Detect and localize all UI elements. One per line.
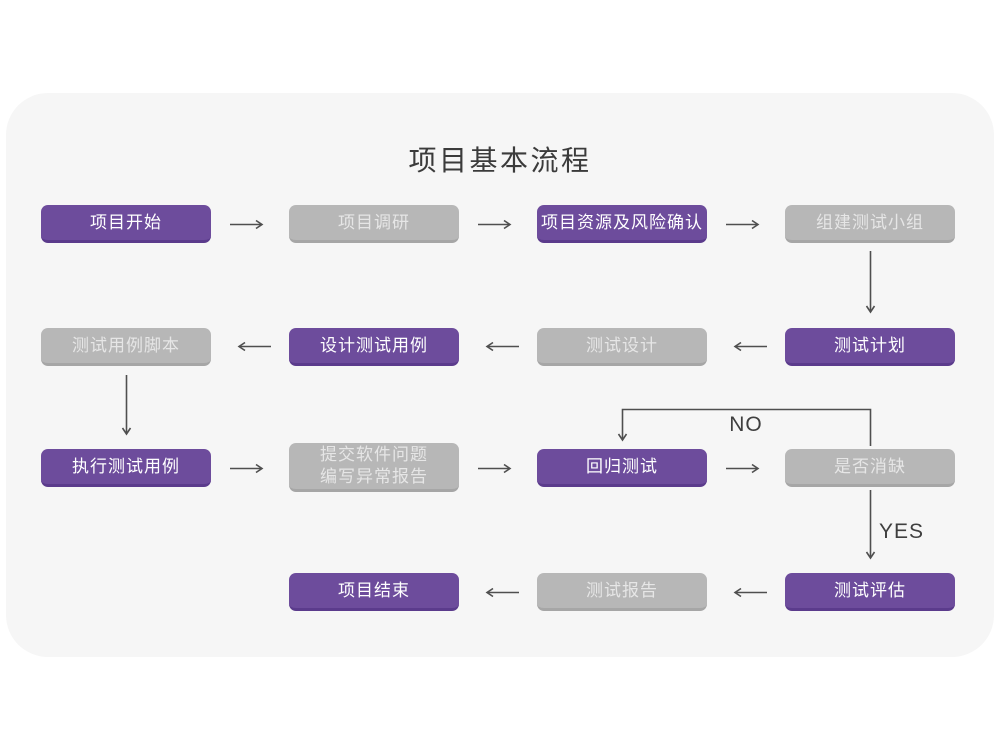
- node-design-test-case: 设计测试用例: [289, 328, 459, 366]
- edge-label-no: NO: [729, 413, 763, 436]
- node-label: 设计测试用例: [320, 335, 428, 355]
- node-label: 项目调研: [338, 212, 410, 232]
- node-submit-issue-report: 提交软件问题 编写异常报告: [289, 443, 459, 492]
- node-label: 执行测试用例: [72, 456, 180, 476]
- node-resource-risk-confirm: 项目资源及风险确认: [537, 205, 707, 243]
- node-label: 测试报告: [586, 580, 658, 600]
- node-label: 回归测试: [586, 456, 658, 476]
- edge-no-loop: [617, 408, 872, 446]
- node-label: 组建测试小组: [816, 212, 924, 232]
- node-project-start: 项目开始: [41, 205, 211, 243]
- node-regression-test: 回归测试: [537, 449, 707, 487]
- node-label: 项目结束: [338, 580, 410, 600]
- flowchart-card: [6, 93, 994, 657]
- node-project-research: 项目调研: [289, 205, 459, 243]
- node-test-report: 测试报告: [537, 573, 707, 611]
- edge-label-yes: YES: [879, 520, 925, 543]
- node-label: 测试评估: [834, 580, 906, 600]
- page-title: 项目基本流程: [408, 145, 592, 176]
- node-build-test-team: 组建测试小组: [785, 205, 955, 243]
- node-test-evaluation: 测试评估: [785, 573, 955, 611]
- node-label: 提交软件问题: [320, 445, 428, 464]
- node-test-design: 测试设计: [537, 328, 707, 366]
- node-label: 项目资源及风险确认: [541, 212, 703, 232]
- node-label: 测试用例脚本: [72, 335, 180, 355]
- node-label: 测试设计: [586, 335, 658, 355]
- node-test-plan: 测试计划: [785, 328, 955, 366]
- node-label: 测试计划: [834, 335, 906, 355]
- node-execute-test-case: 执行测试用例: [41, 449, 211, 487]
- node-defect-cleared: 是否消缺: [785, 449, 955, 487]
- node-label: 是否消缺: [834, 456, 906, 476]
- node-test-case-script: 测试用例脚本: [41, 328, 211, 366]
- node-label-line2: 编写异常报告: [320, 467, 428, 486]
- node-label: 项目开始: [90, 212, 162, 232]
- node-project-end: 项目结束: [289, 573, 459, 611]
